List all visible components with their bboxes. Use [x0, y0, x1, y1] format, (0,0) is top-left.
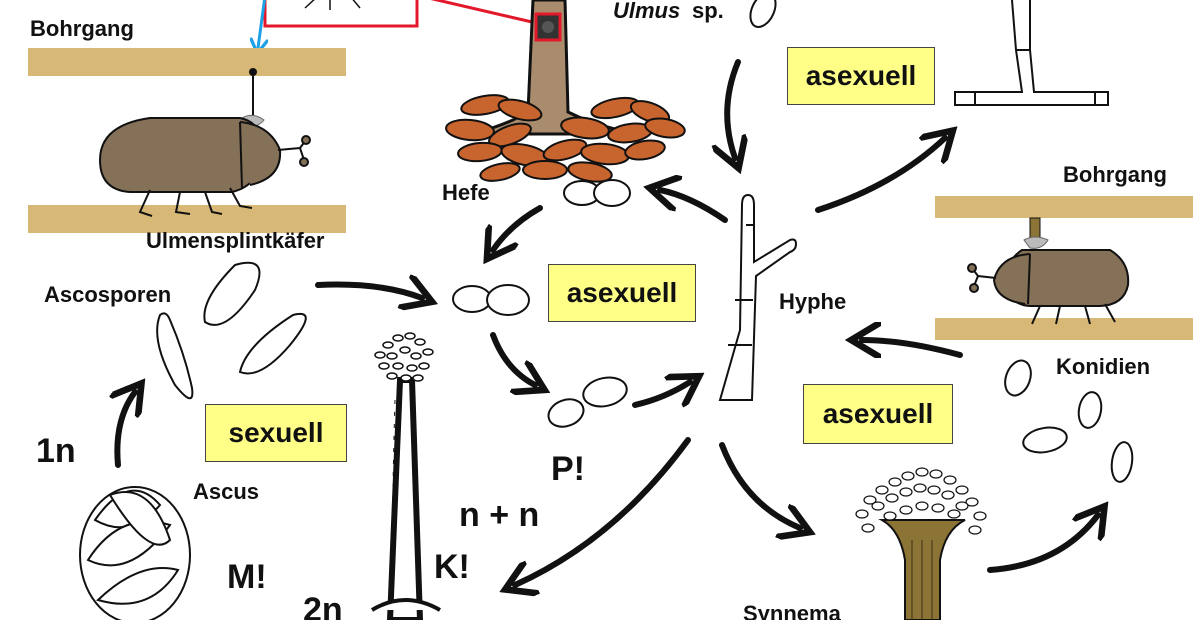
badge-sexuell: sexuell: [205, 404, 347, 462]
ascospores: [156, 261, 307, 400]
leaf-litter: [445, 94, 686, 183]
symbol-meiosis: M!: [227, 558, 267, 596]
hyphae-top-right: [954, 0, 1109, 106]
elm-tree: [445, 0, 686, 183]
perithecium: [370, 332, 441, 620]
symbol-plasmogamy: P!: [551, 450, 585, 488]
red-connector-line: [430, 0, 533, 24]
synnema: [855, 467, 987, 620]
symbol-dikaryon: n + n: [459, 496, 540, 534]
symbol-haploid: 1n: [36, 432, 76, 470]
label-ulmus-genus: Ulmus: [613, 0, 681, 23]
badge-asexuell-top-right: asexuell: [787, 47, 935, 105]
label-ascus: Ascus: [193, 479, 260, 504]
label-ascosporen: Ascosporen: [44, 282, 172, 307]
cycle-arrows: [117, 59, 1098, 585]
beetle-gallery-right: [935, 196, 1193, 340]
enlargement-frame: [258, 0, 533, 48]
elm-bark-beetle-right: [967, 249, 1130, 325]
badge-asexuell-center: asexuell: [548, 264, 696, 322]
label-hyphe: Hyphe: [779, 289, 847, 314]
label-ulmensplintkaefer: Ulmensplintkäfer: [146, 228, 325, 253]
beetle-gallery-left: [28, 48, 346, 233]
conidium-top: [749, 0, 777, 28]
blue-pointer-arrow: [258, 0, 265, 48]
label-bohrgang-left: Bohrgang: [30, 16, 134, 41]
ascus: [79, 486, 191, 620]
symbol-karyogamy: K!: [434, 548, 470, 586]
label-hefe: Hefe: [442, 180, 490, 205]
central-hypha: [718, 193, 798, 401]
label-ulmus-sp: sp.: [692, 0, 724, 23]
conidia: [1004, 359, 1134, 483]
label-konidien: Konidien: [1056, 354, 1151, 379]
symbol-diploid: 2n: [303, 591, 343, 620]
label-bohrgang-right: Bohrgang: [1063, 162, 1167, 187]
yeast-cells: [452, 179, 631, 428]
elm-bark-beetle-left: [98, 117, 311, 217]
label-synnema: Synnema: [743, 601, 841, 620]
badge-asexuell-right: asexuell: [803, 384, 953, 444]
